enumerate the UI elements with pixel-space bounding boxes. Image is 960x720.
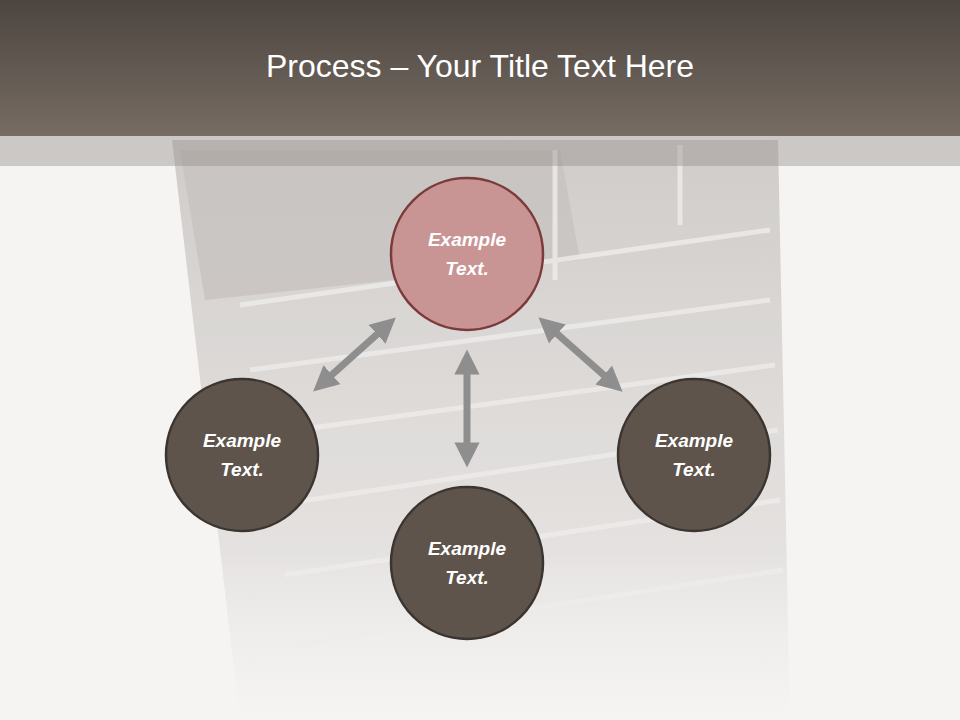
double-arrow [323,326,387,383]
circle-outline [389,485,545,641]
process-circle: Example Text. [389,485,545,641]
double-arrow [548,326,613,384]
circle-shape [618,379,770,531]
header-strip [0,136,960,166]
clapperboard [172,140,790,720]
circle-outline [616,377,772,533]
node-text: Example Text. [192,426,292,484]
node-text: Example Text. [417,225,517,283]
slide-title: Process – Your Title Text Here [0,48,960,85]
circle-shape [391,487,543,639]
double-arrow [464,362,471,455]
circle-shape [166,379,318,531]
circle-outline [164,377,320,533]
circle-shape [391,178,543,330]
header-bar [0,0,960,136]
circle-outline [389,176,545,332]
process-circle: Example Text. [164,377,320,533]
node-text: Example Text. [417,534,517,592]
process-circle: Example Text. [616,377,772,533]
process-circle: Example Text. [389,176,545,332]
node-text: Example Text. [644,426,744,484]
